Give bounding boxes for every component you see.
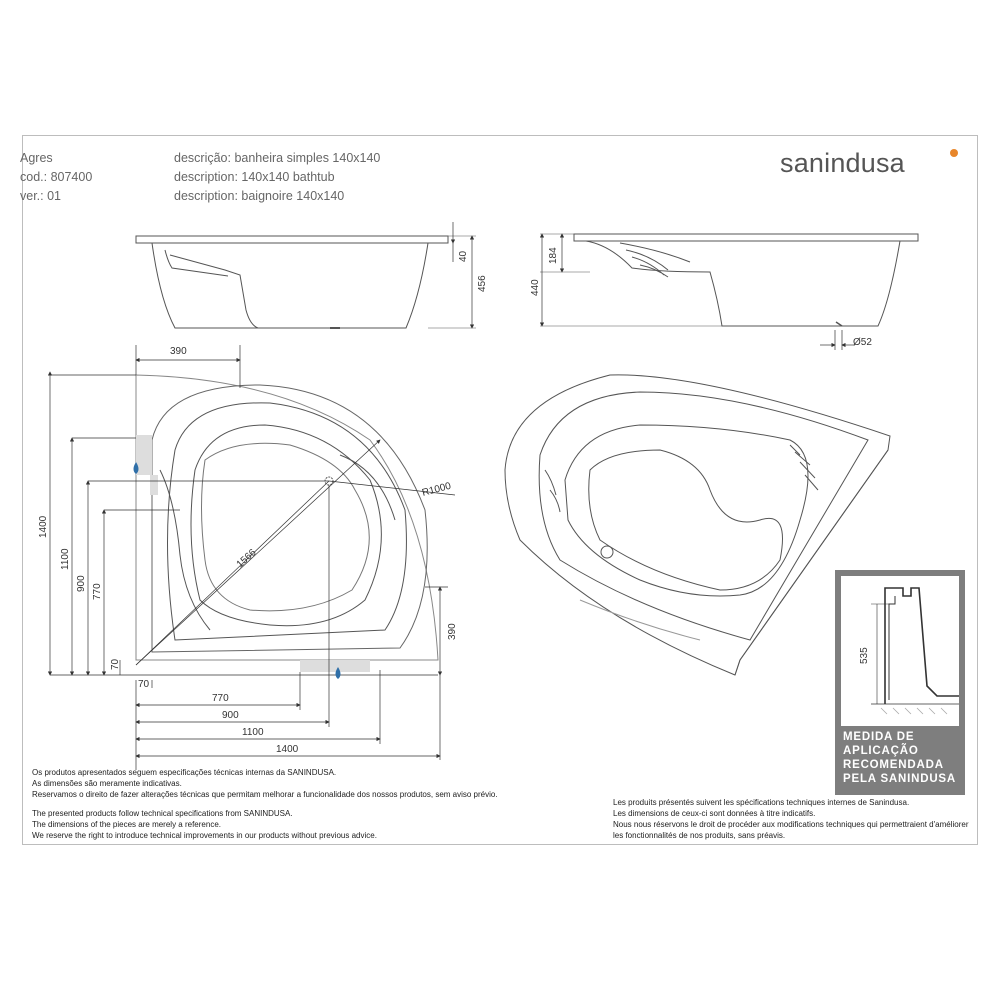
description-fr: description: baignoire 140x140 <box>174 189 345 203</box>
install-dimension: 535 <box>859 647 870 664</box>
note-fr: Les produits présentés suivent les spéci… <box>613 798 910 807</box>
product-code: cod.: 807400 <box>20 170 93 184</box>
note-pt: Os produtos apresentados seguem especifi… <box>32 768 337 777</box>
front-elevation-view <box>540 233 919 327</box>
dim-plan-radius: R1000 <box>421 481 453 499</box>
drawing-frame <box>22 135 978 845</box>
note-fr: Les dimensions de ceux-ci sont données à… <box>613 809 816 818</box>
install-label-line: PELA SANINDUSA <box>843 773 957 785</box>
isometric-view <box>504 374 891 676</box>
front-dimensions <box>539 233 855 350</box>
dim-plan-width-top: 390 <box>170 346 187 357</box>
dim-vertical-1100: 1100 <box>60 548 71 570</box>
water-drop-icon <box>133 462 139 474</box>
note-en: The dimensions of the pieces are merely … <box>32 820 221 829</box>
note-fr: Nous nous réservons le droit de procéder… <box>613 820 969 840</box>
dim-vertical-1400: 1400 <box>38 515 49 538</box>
disclaimer-notes-right: Les produits présentés suivent les spéci… <box>613 797 978 841</box>
dim-front-seat: 184 <box>548 247 559 264</box>
dim-horizontal-1400: 1400 <box>276 744 299 755</box>
install-label-line: RECOMENDADA <box>843 759 944 771</box>
dim-vertical-70: 70 <box>110 658 121 670</box>
plan-dimensions <box>47 345 456 770</box>
version: ver.: 01 <box>20 189 61 203</box>
description-en: description: 140x140 bathtub <box>174 170 335 184</box>
side-elevation-view <box>135 235 476 329</box>
dim-horizontal-1100: 1100 <box>242 727 264 738</box>
dim-horizontal-70: 70 <box>138 679 150 690</box>
dim-horizontal-770: 770 <box>212 693 229 704</box>
brand-logo: sanindusa <box>780 148 905 178</box>
disclaimer-notes-left: Os produtos apresentados seguem especifi… <box>32 767 592 841</box>
install-measure-diagram: 535 <box>841 576 959 726</box>
note-pt: As dimensões são meramente indicativas. <box>32 779 182 788</box>
side-dimensions <box>450 222 475 329</box>
dim-vertical-900: 900 <box>76 575 87 592</box>
dim-side-rim: 40 <box>458 250 469 262</box>
product-info: Agres cod.: 807400 ver.: 01 <box>20 149 92 206</box>
dim-drain-diameter: Ø52 <box>853 337 872 348</box>
dim-plan-side-right: 390 <box>447 623 458 640</box>
dim-vertical-770: 770 <box>92 583 103 600</box>
water-drop-icon <box>335 667 341 679</box>
description-pt: descrição: banheira simples 140x140 <box>174 151 381 165</box>
dim-side-height: 456 <box>477 275 488 292</box>
install-label-line: MEDIDA DE <box>843 731 915 743</box>
note-pt: Reservamos o direito de fazer alterações… <box>32 790 498 799</box>
model-name: Agres <box>20 151 53 165</box>
brand-logo-dot-icon <box>950 149 958 157</box>
install-section-drawing: 535 <box>859 587 959 715</box>
install-measure-box: 535 MEDIDA DE APLICAÇÃO RECOMENDADA PELA… <box>835 570 965 795</box>
plan-view <box>135 374 439 672</box>
dim-plan-diagonal: 1566 <box>235 547 259 570</box>
note-en: The presented products follow technical … <box>32 809 293 818</box>
install-label-line: APLICAÇÃO <box>843 745 919 757</box>
install-measure-label: MEDIDA DE APLICAÇÃO RECOMENDADA PELA SAN… <box>843 730 963 786</box>
note-en: We reserve the right to introduce techni… <box>32 831 377 840</box>
dim-horizontal-900: 900 <box>222 710 239 721</box>
product-descriptions: descrição: banheira simples 140x140 desc… <box>174 149 380 206</box>
dim-front-height: 440 <box>530 279 541 296</box>
